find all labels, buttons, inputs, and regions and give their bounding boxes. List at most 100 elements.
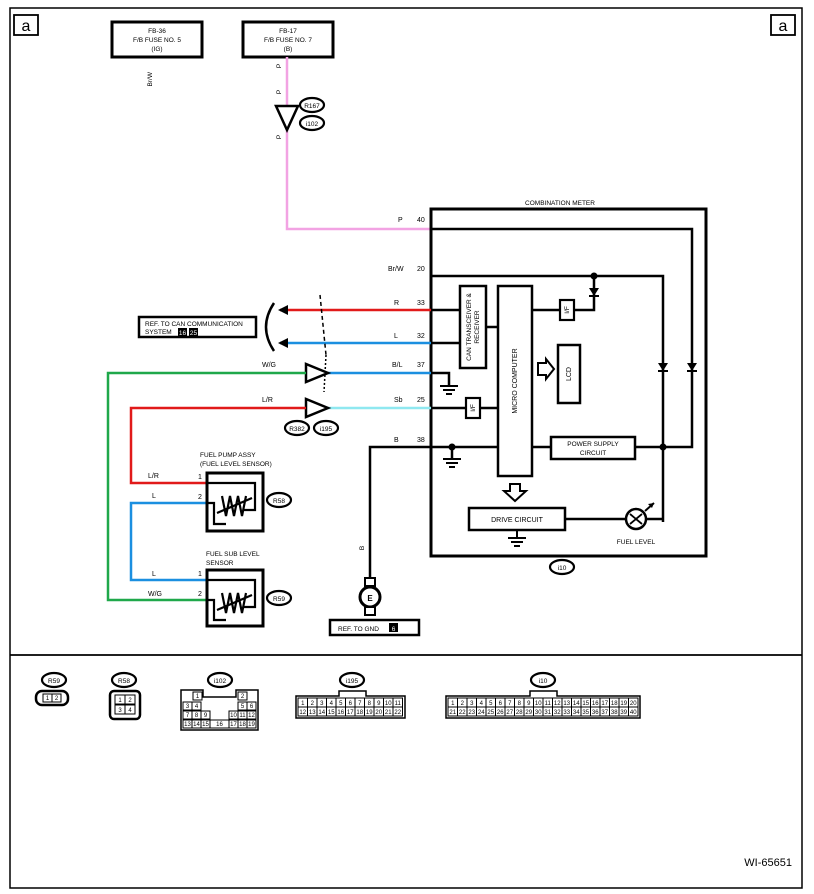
wire-label-l-1: L (152, 493, 156, 500)
view-i10-pin-label: 10 (535, 701, 542, 707)
view-i195-pin-label: 6 (349, 701, 353, 707)
view-r58-pin-cell (124, 704, 136, 715)
view-i10-pin-label: 37 (601, 710, 608, 716)
meter-title: COMBINATION METER (525, 200, 595, 207)
fuse-fb17-id: FB-17 (279, 28, 297, 35)
view-i102-pin-label: 19 (248, 722, 255, 728)
pin-32: 32 (417, 333, 425, 340)
wire-label-p-3: P (276, 135, 283, 139)
view-i102-pin-label: 4 (195, 704, 199, 710)
doc-number: WI-65651 (744, 857, 792, 869)
connector-tag-i102 (298, 114, 326, 132)
view-r58-tag-label: R58 (118, 678, 130, 685)
wire-label-p-2: P (276, 90, 283, 94)
view-i10-pin-label: 17 (601, 701, 608, 707)
fuel-pump-label-1: FUEL PUMP ASSY (200, 452, 256, 459)
fuse-fb36-id: FB-36 (148, 28, 166, 35)
view-i195-pin-label: 2 (311, 701, 315, 707)
view-i102-pin-cell (191, 701, 202, 711)
view-i10-pin-label: 25 (487, 710, 494, 716)
view-i195-pin-label: 20 (375, 710, 382, 716)
connector-arrow-p (274, 104, 300, 134)
view-i10-pin-label: 19 (620, 701, 627, 707)
micro-computer-label: MICRO COMPUTER (512, 348, 519, 413)
corner-label-right-box (770, 14, 796, 36)
view-i195-pin-label: 7 (358, 701, 362, 707)
ref-gnd-box[interactable]: REF. TO GND 6 (328, 618, 421, 637)
meter-line-40 (431, 227, 694, 449)
view-i195-pin-label: 10 (385, 701, 392, 707)
drive-arrow (501, 483, 529, 503)
view-i10-pin-label: 27 (506, 710, 513, 716)
fuel-pump-pin-1: 1 (198, 474, 202, 481)
view-i195-pin-label: 16 (337, 710, 344, 716)
pin-25: 25 (417, 397, 425, 404)
view-r58-pin-cell (124, 694, 136, 705)
view-i195-pin-cell (392, 706, 403, 717)
view-i10-pin-label: 16 (592, 701, 599, 707)
ref-can-text-2: SYSTEM (145, 329, 172, 336)
view-i195-tag-label: i195 (346, 678, 359, 685)
wire-label-r: R (394, 300, 399, 307)
connector-tag-i195-label: i195 (320, 426, 333, 433)
view-i102-pin-cell (237, 691, 248, 701)
corner-label-left: a (22, 18, 31, 35)
can-transceiver-block (458, 284, 488, 370)
fuel-sub-pin-1: 1 (198, 571, 202, 578)
view-i195-pin-label: 11 (395, 701, 402, 707)
view-i102-pin-label: 5 (241, 704, 245, 710)
wire-label-l-2: L (152, 571, 156, 578)
ref-can-box[interactable]: REF. TO CAN COMMUNICATION SYSTEM 16 25 (137, 315, 258, 339)
view-i195-pin-label: 15 (328, 710, 335, 716)
meter-line-20 (431, 274, 665, 522)
wire-label-lr-top: L/R (262, 397, 273, 404)
view-i10-pin-label: 23 (468, 710, 475, 716)
view-i195-pin-label: 12 (299, 710, 306, 716)
lcd-arrow (537, 356, 556, 382)
fuel-pump-label-2: (FUEL LEVEL SENSOR) (200, 461, 272, 468)
view-r59-tag (40, 671, 68, 689)
view-i102-pin-label: 3 (186, 704, 190, 710)
ref-can-box2: 25 (190, 330, 198, 337)
ref-gnd-text: REF. TO GND (338, 626, 379, 633)
view-i102-pin-label: 8 (195, 713, 199, 719)
view-i10-tag (529, 671, 557, 689)
wire-lr (129, 406, 306, 485)
wire-label-wg-bottom: W/G (148, 591, 162, 598)
connector-tag-r167-label: R167 (304, 103, 320, 110)
view-i195-pin-label: 22 (394, 710, 401, 716)
view-i102-pin-label: 13 (184, 722, 191, 728)
lcd-block (556, 343, 582, 405)
view-i10-pin-label: 22 (459, 710, 466, 716)
view-i102-tag (206, 671, 234, 689)
view-i195-pin-label: 18 (356, 710, 363, 716)
wire-p (285, 57, 431, 231)
wire-label-sb: Sb (394, 397, 403, 404)
connector-arrow-lr (304, 397, 332, 419)
view-i10-pin-label: 21 (449, 710, 456, 716)
view-i10-outline (445, 690, 641, 719)
fuel-pump-pin-2: 2 (198, 494, 202, 501)
pin-20: 20 (417, 266, 425, 273)
view-i10-pin-label: 20 (630, 701, 637, 707)
view-i10-pin-label: 5 (489, 701, 493, 707)
view-i102-pin-label: 15 (202, 722, 209, 728)
drive-circuit-label: DRIVE CIRCUIT (491, 517, 543, 524)
connector-tag-r58 (265, 491, 293, 509)
connector-tag-i10 (548, 558, 576, 576)
view-i102-pin-cell (246, 701, 257, 711)
view-i10-pin-label: 7 (508, 701, 512, 707)
if-label-top: I/F (564, 306, 571, 314)
view-r58-tag (110, 671, 138, 689)
view-i102-pin-label: 2 (241, 694, 245, 700)
view-i10-pin-label: 1 (451, 701, 455, 707)
view-i102-pin-label: 9 (204, 713, 208, 719)
view-i102-tag-label: i102 (214, 678, 227, 685)
view-i10-pin-label: 13 (563, 701, 570, 707)
wire-label-b: B (394, 437, 399, 444)
view-i102-pin-cell (246, 719, 257, 729)
